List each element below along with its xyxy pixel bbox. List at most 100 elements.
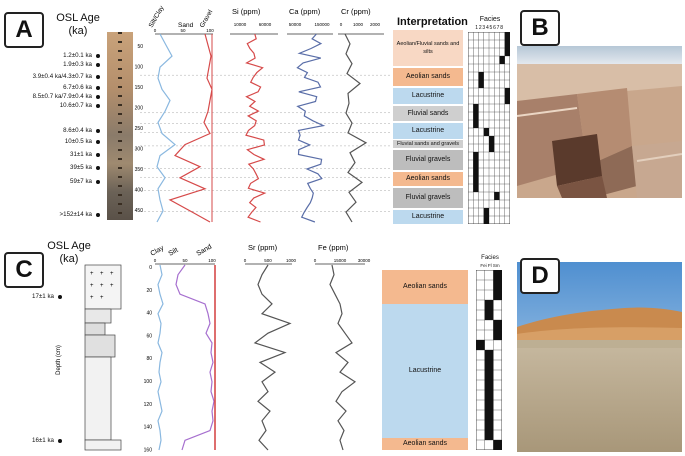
facies-block [493,440,502,450]
litho-clay [84,322,106,336]
osl-sample-dot [58,439,62,443]
grain-label-siltclay: Silt/Clay [148,4,166,29]
depth-tick-label: 400 [135,188,144,194]
depth-tick-label: 100 [135,65,144,71]
facies-title: Facies [479,16,501,23]
panel-d-label: D [520,258,560,294]
osl-age-label: 3.9±0.4 ka/4.3±0.7 ka [32,73,92,80]
ca-tick: 50000 [289,22,302,27]
osl-sample-dot [96,75,100,79]
facies-block [499,56,505,64]
depth-tick-label: 20 [146,288,152,294]
landscape-photo [517,262,682,452]
depth-tick-label: 60 [146,333,152,339]
facies-title-c: Facies [481,255,499,261]
grain-tick: 100 [206,28,214,33]
sr-tick: 1000 [286,258,297,263]
facies-block [483,208,489,224]
depth-tick-label: 40 [146,311,152,317]
depth-tick-label: 140 [144,425,153,431]
facies-block [489,136,495,152]
silt-curve [175,264,215,451]
osl-unit-text: (ka) [68,25,88,37]
osl-age-label: 16±1 ka [32,437,54,444]
facies-block [493,270,502,300]
osl-age-label: 1.2±0.1 ka [63,52,92,59]
facies-block [504,32,510,56]
panel-c-osl-title: OSL Age (ka) [36,240,102,266]
grain-tick: 50 [182,258,188,263]
si-tick: 60000 [259,22,272,27]
litho-silt-2 [84,334,116,358]
facies-block [484,350,494,440]
interpretation-unit: Lacustrine [393,88,463,104]
fe-tick: 0 [314,258,317,263]
landscape-illustration [517,262,682,452]
si-curve [245,33,267,223]
osl-sample-dot [96,166,100,170]
core-photo [107,32,133,220]
facies-block [473,152,479,192]
ca-curve [296,33,326,223]
osl-title-text: OSL Age [56,12,100,24]
interpretation-unit: Lacustrine [393,123,463,139]
interpretation-unit: Fluvial gravels [393,150,463,170]
facies-block [473,104,479,128]
si-tick: 10000 [234,22,247,27]
depth-tick-label: 200 [135,106,144,112]
excavation-photo [517,46,682,198]
grain-tick: 50 [180,28,186,33]
fe-tick: 15000 [334,258,347,263]
litho-silt [84,308,112,324]
litho-symbol: + [110,271,114,277]
osl-age-label: 10.6±0.7 ka [59,102,92,109]
facies-block [476,340,485,350]
osl-age-label: 8.6±0.4 ka [63,127,92,134]
panel-b-label: B [520,10,560,46]
osl-age-label: 31±1 ka [70,151,92,158]
depth-tick-label: 160 [144,447,153,453]
osl-age-label: 39±5 ka [70,164,92,171]
fe-label: Fe (ppm) [318,243,349,252]
facies-block [494,192,500,200]
osl-age-label: 8.5±0.7 ka/7.9±0.4 ka [32,93,92,100]
sr-tick: 500 [264,258,272,263]
osl-sample-dot [96,153,100,157]
depth-tick-label: 50 [137,44,143,50]
cr-label: Cr (ppm) [341,7,371,16]
grain-label-sand: Sand [178,22,194,29]
interpretation-unit: Lacustrine [382,304,468,438]
litho-symbol: + [100,295,104,301]
depth-tick-label: 120 [144,402,153,408]
osl-sample-dot [96,129,100,133]
facies-block [483,128,489,136]
osl-sample-dot [96,213,100,217]
facies-block [493,320,502,340]
litho-symbol: + [100,283,104,289]
interpretation-unit: Fluvial sands [393,106,463,121]
facies-block [478,72,484,88]
litho-symbol: + [90,271,94,277]
sr-label: Sr (ppm) [248,243,278,252]
interpretation-unit: Aeolian/Fluvial sands and silts [393,30,463,66]
grain-tick: 100 [208,258,216,263]
depth-axis-label: Depth (cm) [56,345,62,375]
depth-tick-label: 350 [135,167,144,173]
facies-grid-a [468,32,510,224]
cr-tick: 0 [340,22,343,27]
sr-curve [253,264,292,451]
litho-sand-bottom [84,439,122,451]
osl-sample-dot [58,295,62,299]
grain-tick: 0 [154,28,157,33]
interpretation-unit: Aeolian sands [382,270,468,304]
grain-label-clay: Clay [150,244,166,257]
litho-sand-top [84,264,122,310]
osl-sample-dot [96,86,100,90]
fe-tick: 30000 [358,258,371,263]
litho-symbol: + [90,283,94,289]
facies-grid-c [476,270,502,450]
osl-title-text-c: OSL Age [47,240,91,252]
grain-label-sand: Sand [196,243,214,257]
osl-age-label: 1.9±0.3 ka [63,61,92,68]
